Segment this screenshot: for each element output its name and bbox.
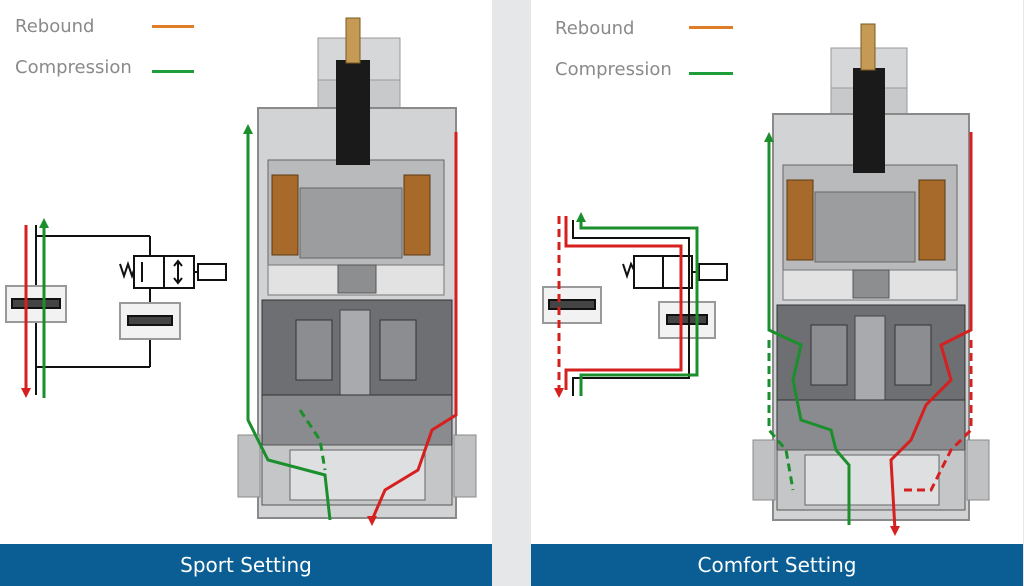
solenoid-rod: [336, 17, 370, 165]
comfort-setting-caption: Comfort Setting: [531, 544, 1023, 586]
hydraulic-schematic: [542, 255, 728, 339]
comfort-valve-diagram: [542, 23, 990, 536]
hydraulic-schematic: [5, 225, 227, 395]
comfort-compression-path: [767, 138, 851, 525]
legend-compression-line: [689, 72, 733, 75]
sport-rebound-path: [370, 132, 458, 521]
sport-valve-diagram: [5, 17, 477, 526]
sport-compression-path: [246, 130, 332, 521]
sport-setting-panel: Rebound Compression: [0, 0, 492, 586]
legend-compression-label: Compression: [15, 57, 132, 78]
damper-housing: [237, 37, 477, 519]
legend-rebound-line: [152, 25, 194, 28]
comfort-setting-panel: Rebound Compression: [531, 0, 1023, 586]
damper-housing: [752, 47, 990, 521]
comfort-rebound-path: [889, 132, 973, 531]
legend-rebound-label: Rebound: [15, 16, 95, 37]
solenoid-rod: [853, 23, 885, 173]
legend-rebound-line: [689, 26, 733, 29]
comfort-schematic-paths: [557, 216, 699, 396]
sport-setting-caption: Sport Setting: [0, 544, 492, 586]
legend-compression-line: [152, 70, 194, 73]
legend-rebound-label: Rebound: [555, 18, 635, 39]
legend-compression-label: Compression: [555, 59, 672, 80]
